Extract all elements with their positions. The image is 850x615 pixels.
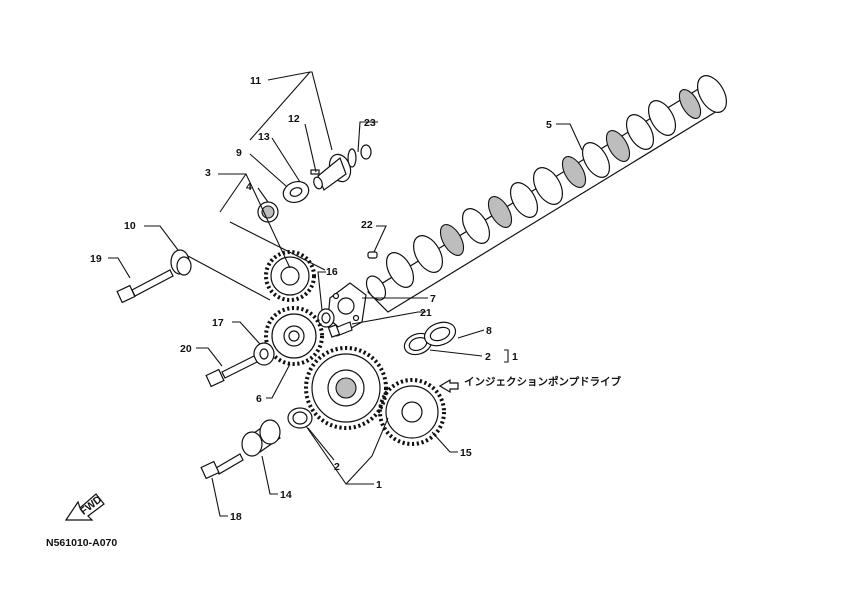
injection-pump-drive-label: インジェクションポンプドライブ <box>464 375 622 388</box>
callout-labels: 11 12 23 13 9 3 4 5 10 22 19 16 7 21 17 … <box>90 75 622 523</box>
callout-21: 21 <box>420 307 432 319</box>
callout-3: 3 <box>205 167 211 179</box>
callout-16: 16 <box>326 266 338 278</box>
callout-14: 14 <box>280 489 292 501</box>
seal-16 <box>317 308 335 328</box>
callout-2-upper: 2 <box>485 351 491 363</box>
callout-2-lower: 2 <box>334 461 340 473</box>
callout-11: 11 <box>250 75 261 87</box>
pin-22 <box>367 251 378 259</box>
callout-1-upper: 1 <box>512 351 518 363</box>
callout-1-lower: 1 <box>376 479 382 491</box>
bolt-19 <box>116 269 174 304</box>
bolt-18 <box>200 453 244 480</box>
callout-22: 22 <box>361 219 373 231</box>
cam-gear-1 <box>304 346 388 430</box>
callout-20: 20 <box>180 343 192 355</box>
washer-17 <box>253 342 275 366</box>
callout-9: 9 <box>236 147 242 159</box>
key-12 <box>310 169 320 175</box>
callout-4: 4 <box>246 181 252 193</box>
circlip-23 <box>360 144 372 160</box>
callout-17: 17 <box>212 317 224 329</box>
idler-gear-3 <box>264 250 316 302</box>
callout-8: 8 <box>486 325 492 337</box>
collar-14 <box>241 419 282 457</box>
callout-18: 18 <box>230 511 242 523</box>
bolt-20 <box>205 355 258 388</box>
callout-19: 19 <box>90 253 102 265</box>
idler-gear-6 <box>264 306 324 366</box>
retainer-plate <box>327 282 367 333</box>
callout-13: 13 <box>258 131 270 143</box>
camshaft <box>365 75 728 313</box>
diagram-code: N561010-A070 <box>46 537 117 549</box>
callout-10: 10 <box>124 220 136 232</box>
callout-15: 15 <box>460 447 472 459</box>
bushing-2-lower <box>287 407 313 429</box>
shaft-assembly-11 <box>310 148 357 191</box>
seal-8 <box>423 321 457 347</box>
pump-drive-gear-15 <box>378 378 446 446</box>
leader-lines <box>108 71 583 517</box>
fwd-arrow-icon: FWD <box>64 493 105 521</box>
callout-12: 12 <box>288 113 300 125</box>
callout-6: 6 <box>256 393 262 405</box>
washer-10 <box>170 249 192 276</box>
bolt-21 <box>327 321 353 338</box>
washer-13 <box>282 181 310 203</box>
callout-5: 5 <box>546 119 552 131</box>
callout-7: 7 <box>430 293 436 305</box>
callout-23: 23 <box>364 117 376 129</box>
